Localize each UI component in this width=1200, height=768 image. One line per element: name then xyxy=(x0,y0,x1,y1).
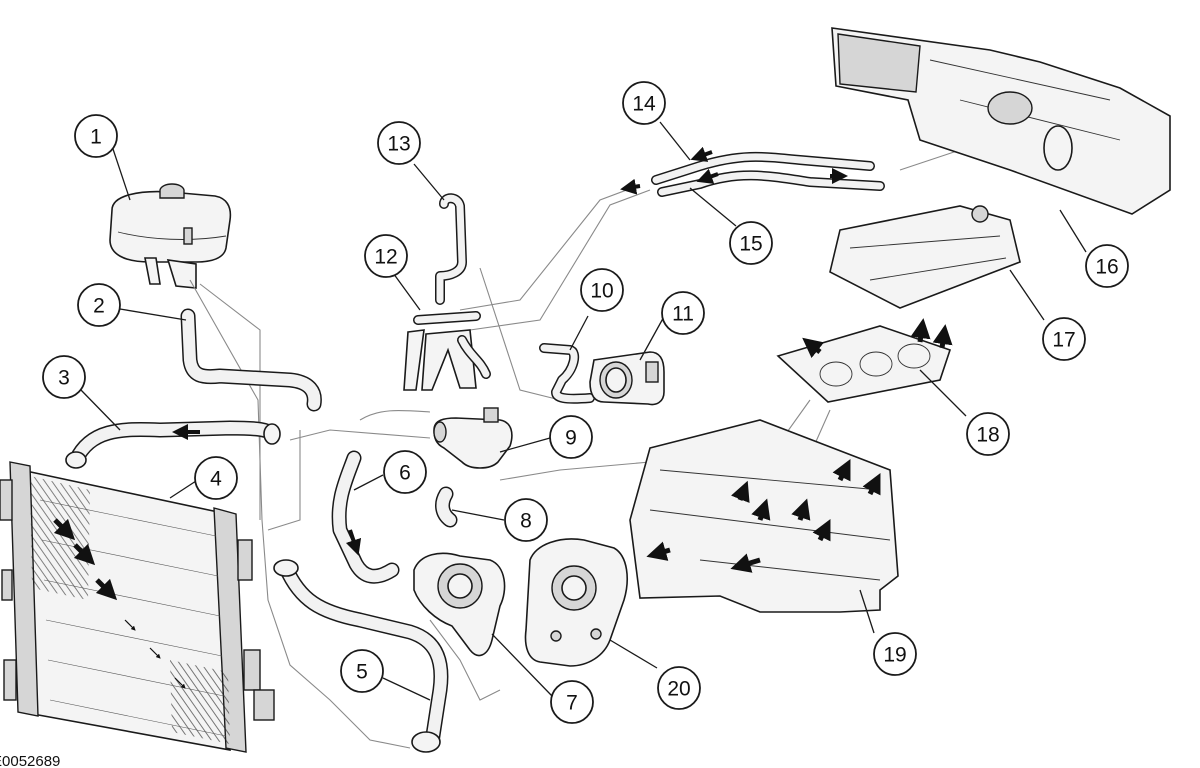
callout-5: 5 xyxy=(340,649,384,693)
heater-hoses xyxy=(620,146,885,197)
radiator-flow-arrows xyxy=(53,518,186,689)
callout-16: 16 xyxy=(1085,244,1129,288)
hose-2 xyxy=(180,308,322,412)
hose-13 xyxy=(435,193,467,305)
callout-number: 16 xyxy=(1095,256,1118,279)
callout-number: 18 xyxy=(976,424,999,447)
hose-6 xyxy=(331,450,400,584)
callout-9: 9 xyxy=(549,415,593,459)
callout-8: 8 xyxy=(504,498,548,542)
radiator xyxy=(0,461,275,753)
callout-6: 6 xyxy=(383,450,427,494)
callout-number: 10 xyxy=(590,280,613,303)
callout-number: 4 xyxy=(210,468,222,491)
callout-12: 12 xyxy=(364,234,408,278)
expansion-tank xyxy=(109,183,232,289)
callout-20: 20 xyxy=(657,666,701,710)
callout-3: 3 xyxy=(42,355,86,399)
timing-cover xyxy=(524,538,628,667)
callout-number: 17 xyxy=(1052,329,1075,352)
callout-number: 6 xyxy=(399,462,411,485)
callout-leaders xyxy=(79,121,1087,701)
hvac-housing xyxy=(831,27,1171,215)
hose-8 xyxy=(435,486,458,528)
callout-4: 4 xyxy=(194,456,238,500)
pipe-10 xyxy=(539,343,595,404)
callout-19: 19 xyxy=(873,632,917,676)
thermostat-housing xyxy=(403,311,491,391)
callout-number: 20 xyxy=(667,678,690,701)
callout-number: 13 xyxy=(387,133,410,156)
callout-number: 9 xyxy=(565,427,577,450)
throttle-body xyxy=(589,351,665,406)
callout-15: 15 xyxy=(729,221,773,265)
callout-17: 17 xyxy=(1042,317,1086,361)
cylinder-head xyxy=(829,205,1021,309)
callout-13: 13 xyxy=(377,121,421,165)
callout-7: 7 xyxy=(550,680,594,724)
callout-number: 12 xyxy=(374,246,397,269)
callout-number: 3 xyxy=(58,367,70,390)
callout-18: 18 xyxy=(966,412,1010,456)
water-pump xyxy=(413,552,506,657)
callout-number: 5 xyxy=(356,661,368,684)
callout-number: 8 xyxy=(520,510,532,533)
callout-number: 15 xyxy=(739,233,762,256)
auxiliary-pump xyxy=(433,407,513,469)
head-gasket xyxy=(776,318,953,403)
callout-1: 1 xyxy=(74,114,118,158)
reference-code: E0052689 xyxy=(0,753,60,768)
engine-hot-arrows xyxy=(646,459,881,573)
hose-5 xyxy=(273,559,449,753)
callout-14: 14 xyxy=(622,81,666,125)
callout-2: 2 xyxy=(77,283,121,327)
hose-3 xyxy=(65,420,281,469)
callout-number: 7 xyxy=(566,692,578,715)
callout-number: 2 xyxy=(93,295,105,318)
engine-block xyxy=(629,419,899,613)
callout-number: 19 xyxy=(883,644,906,667)
callout-number: 11 xyxy=(672,303,694,326)
callout-11: 11 xyxy=(661,291,705,335)
callout-number: 14 xyxy=(632,93,656,116)
callout-number: 1 xyxy=(90,126,102,149)
callout-10: 10 xyxy=(580,268,624,312)
